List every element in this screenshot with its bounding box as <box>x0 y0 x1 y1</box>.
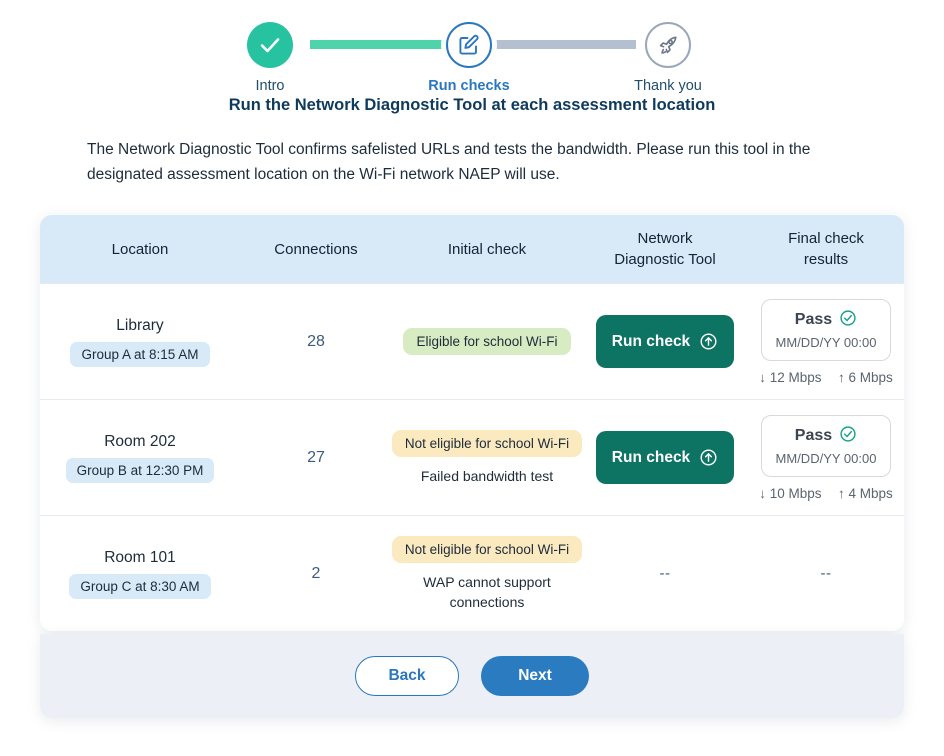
empty-value: -- <box>820 565 832 582</box>
cell-final-results: Pass MM/DD/YY 00:00 ↓ 10 Mbps ↑ 4 Mbps <box>748 405 904 511</box>
run-check-button[interactable]: Run check <box>595 431 735 484</box>
status-detail: Failed bandwidth test <box>420 467 554 484</box>
connections-count: 2 <box>311 564 321 582</box>
edit-square-icon <box>446 22 492 68</box>
cell-diagnostic-tool: Run check <box>582 305 748 378</box>
rocket-icon <box>645 22 691 68</box>
table-header-row: Location Connections Initial check Netwo… <box>40 215 904 283</box>
download-speed: ↓ 12 Mbps <box>759 369 822 385</box>
location-group-badge: Group B at 12:30 PM <box>65 457 215 483</box>
result-timestamp: MM/DD/YY 00:00 <box>775 450 877 466</box>
cell-connections: 2 <box>240 555 392 593</box>
result-status-row: Pass <box>776 425 877 448</box>
upload-circle-icon <box>699 332 718 351</box>
status-badge: Pass <box>794 427 833 444</box>
cell-connections: 28 <box>240 323 392 361</box>
location-name: Room 101 <box>104 548 176 566</box>
status-detail: WAP cannot support connections <box>423 573 551 610</box>
run-check-button[interactable]: Run check <box>595 315 735 368</box>
stepper-label-thank-you: Thank you <box>634 78 702 94</box>
locations-table: Location Connections Initial check Netwo… <box>40 215 904 631</box>
status-badge: Pass <box>794 311 833 328</box>
bandwidth-readout: ↓ 10 Mbps ↑ 4 Mbps <box>759 486 893 501</box>
column-header-diagnostic-tool-line2: Diagnostic Tool <box>614 251 716 268</box>
column-header-diagnostic-tool: Network Diagnostic Tool <box>582 228 748 270</box>
check-circle-icon <box>839 425 857 448</box>
back-button[interactable]: Back <box>355 656 459 696</box>
column-header-connections: Connections <box>274 240 358 258</box>
stepper-step-run-checks[interactable]: Run checks <box>423 22 515 94</box>
stepper-track-completed <box>310 40 468 49</box>
location-name: Room 202 <box>104 432 176 450</box>
stepper-step-thank-you[interactable]: Thank you <box>622 22 714 94</box>
next-button[interactable]: Next <box>481 656 589 696</box>
cell-initial-check: Eligible for school Wi-Fi <box>392 318 582 365</box>
connections-count: 28 <box>307 332 325 350</box>
table-row: Room 101 Group C at 8:30 AM 2 Not eligib… <box>40 515 904 631</box>
status-badge: Eligible for school Wi-Fi <box>403 328 571 355</box>
result-timestamp: MM/DD/YY 00:00 <box>775 334 877 350</box>
status-badge: Not eligible for school Wi-Fi <box>391 535 583 563</box>
cell-final-results: -- <box>748 555 904 592</box>
cell-diagnostic-tool: -- <box>582 555 748 592</box>
footer-actions: Back Next <box>40 634 904 718</box>
location-group-badge: Group A at 8:15 AM <box>70 341 210 367</box>
page-description: The Network Diagnostic Tool confirms saf… <box>87 141 811 183</box>
download-speed: ↓ 10 Mbps <box>759 485 822 501</box>
stepper-label-run-checks: Run checks <box>428 78 510 94</box>
stepper-label-intro: Intro <box>255 78 285 94</box>
cell-location: Room 101 Group C at 8:30 AM <box>40 539 240 609</box>
stepper-step-intro[interactable]: Intro <box>224 22 316 94</box>
cell-location: Room 202 Group B at 12:30 PM <box>40 423 240 493</box>
run-check-label: Run check <box>611 332 691 350</box>
bandwidth-readout: ↓ 12 Mbps ↑ 6 Mbps <box>759 370 893 385</box>
page-title: Run the Network Diagnostic Tool at each … <box>228 96 716 114</box>
column-header-initial-check: Initial check <box>447 240 527 258</box>
column-header-final-results-line2: results <box>803 251 849 268</box>
check-icon <box>247 22 293 68</box>
location-name: Library <box>116 316 164 334</box>
result-card: Pass MM/DD/YY 00:00 <box>760 414 892 477</box>
column-header-final-results-line1: Final check <box>788 230 864 247</box>
upload-speed: ↑ 6 Mbps <box>838 369 893 385</box>
check-circle-icon <box>839 309 857 332</box>
table-row: Room 202 Group B at 12:30 PM 27 Not elig… <box>40 399 904 515</box>
table-row: Library Group A at 8:15 AM 28 Eligible f… <box>40 283 904 399</box>
upload-speed: ↑ 4 Mbps <box>838 485 893 501</box>
column-header-location: Location <box>111 240 169 258</box>
run-check-label: Run check <box>611 448 691 466</box>
cell-connections: 27 <box>240 439 392 477</box>
stepper-track-upcoming <box>468 40 636 49</box>
cell-diagnostic-tool: Run check <box>582 421 748 494</box>
status-badge: Not eligible for school Wi-Fi <box>391 429 583 457</box>
cell-initial-check: Not eligible for school Wi-Fi WAP cannot… <box>391 526 583 622</box>
cell-final-results: Pass MM/DD/YY 00:00 ↓ 12 Mbps ↑ 6 Mbps <box>748 289 904 395</box>
result-card: Pass MM/DD/YY 00:00 <box>760 298 892 361</box>
progress-stepper: Intro Run checks Thank yo <box>247 0 702 94</box>
cell-initial-check: Not eligible for school Wi-Fi Failed ban… <box>391 420 583 496</box>
connections-count: 27 <box>307 448 325 466</box>
result-status-row: Pass <box>776 309 877 332</box>
empty-value: -- <box>659 565 671 582</box>
column-header-final-results: Final check results <box>748 228 904 270</box>
upload-circle-icon <box>699 448 718 467</box>
location-group-badge: Group C at 8:30 AM <box>69 573 211 599</box>
column-header-diagnostic-tool-line1: Network <box>637 230 693 247</box>
cell-location: Library Group A at 8:15 AM <box>40 307 240 377</box>
